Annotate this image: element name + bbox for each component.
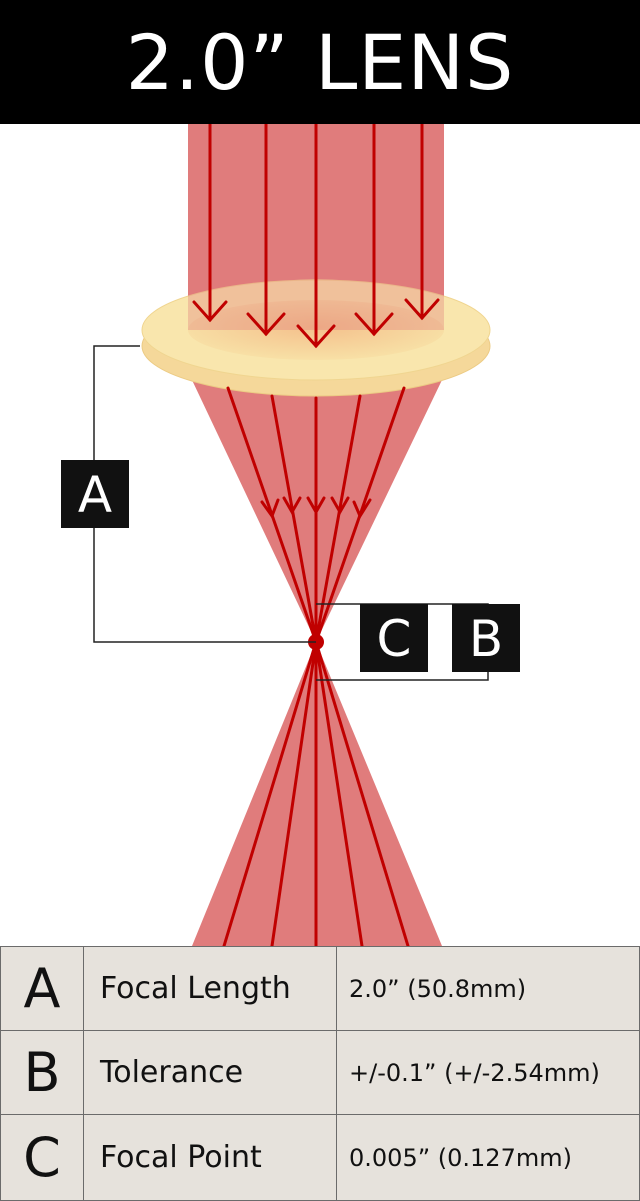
- spec-row-focal-length: A Focal Length 2.0” (50.8mm): [0, 946, 640, 1031]
- svg-text:C: C: [377, 610, 412, 668]
- spec-letter: B: [0, 1030, 84, 1115]
- lens-diagram: A C B: [61, 124, 520, 946]
- spec-letter: C: [0, 1114, 84, 1201]
- spec-letter: A: [0, 946, 84, 1031]
- spec-name: Focal Length: [83, 946, 337, 1031]
- svg-text:A: A: [78, 466, 112, 524]
- incoming-rays: [192, 124, 440, 349]
- label-a-badge: A: [61, 460, 129, 528]
- spec-name: Focal Point: [83, 1114, 337, 1201]
- spec-row-tolerance: B Tolerance +/-0.1” (+/-2.54mm): [0, 1030, 640, 1115]
- header-bar: 2.0” LENS: [0, 0, 640, 124]
- converging-rays: [226, 386, 406, 644]
- spec-name: Tolerance: [83, 1030, 337, 1115]
- label-b-badge: B: [452, 604, 520, 672]
- page-title: 2.0” LENS: [125, 17, 515, 107]
- label-c-badge: C: [360, 604, 428, 672]
- spec-table: A Focal Length 2.0” (50.8mm) B Tolerance…: [0, 946, 640, 1201]
- spec-value: 0.005” (0.127mm): [336, 1114, 640, 1201]
- svg-text:B: B: [469, 610, 503, 668]
- spec-value: 2.0” (50.8mm): [336, 946, 640, 1031]
- spec-row-focal-point: C Focal Point 0.005” (0.127mm): [0, 1114, 640, 1201]
- spec-value: +/-0.1” (+/-2.54mm): [336, 1030, 640, 1115]
- diverging-rays: [222, 640, 410, 946]
